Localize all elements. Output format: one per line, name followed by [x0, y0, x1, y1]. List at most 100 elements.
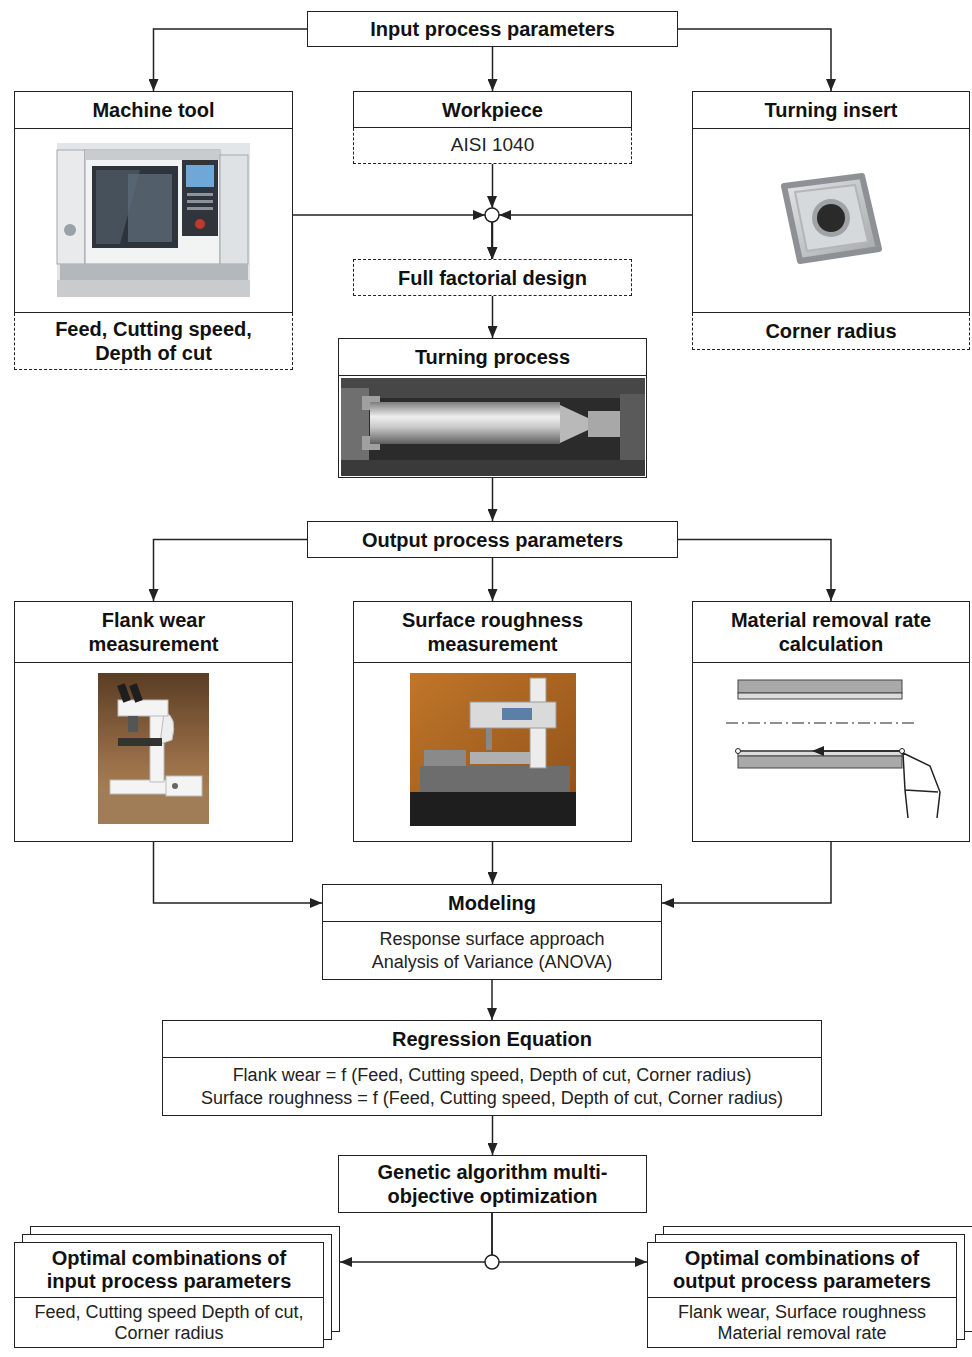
- box-body: Feed, Cutting speed Depth of cut, Corner…: [15, 1298, 323, 1347]
- box-text: AISI 1040: [451, 134, 534, 157]
- machine-tool-photo: [85, 150, 220, 160]
- flow-arrow: [492, 215, 692, 259]
- box-header: Surface roughness measurement: [354, 602, 631, 663]
- flow-arrow: [492, 842, 494, 884]
- flow-arrow: [492, 296, 494, 338]
- turning-insert-picture: [812, 199, 850, 237]
- material-box: AISI 1040: [353, 128, 632, 164]
- junction-circle: [485, 208, 499, 222]
- box-body: Flank wear, Surface roughness Material r…: [648, 1298, 956, 1347]
- machine-tool-photo: [57, 150, 85, 264]
- profilometer-photo: [486, 728, 492, 750]
- measurement-box: Flank wear measurement: [14, 601, 293, 842]
- junction-circle: [485, 1255, 499, 1269]
- profilometer-photo: [410, 792, 576, 826]
- microscope-photo: [118, 700, 168, 716]
- insert-box: Turning insert: [692, 91, 970, 313]
- machine-tool-photo: [57, 143, 250, 297]
- turning-process-photo: [341, 378, 645, 476]
- result-box: Optimal combinations of input process pa…: [14, 1242, 324, 1348]
- turning-process-photo: [370, 402, 560, 444]
- box-heading: Flank wear measurement: [49, 608, 259, 656]
- microscope-photo: [98, 673, 209, 824]
- microscope-photo: [128, 716, 138, 732]
- profilometer-photo: [410, 673, 576, 826]
- box-header: Machine tool: [15, 92, 292, 129]
- turning-process-photo: [341, 378, 645, 476]
- result-stack: Optimal combinations of output process p…: [647, 1242, 957, 1348]
- flow-arrow: [492, 1213, 647, 1262]
- machine-tool-photo: [220, 155, 248, 264]
- box-header: Modeling: [323, 885, 661, 922]
- turning-process-photo: [588, 411, 624, 437]
- equation-box: Regression EquationFlank wear = f (Feed,…: [162, 1020, 822, 1116]
- turning-insert-picture: [784, 176, 879, 261]
- box-heading: Turning insert: [699, 98, 963, 122]
- box-text: Response surface approach Analysis of Va…: [360, 928, 625, 973]
- machine-tool-photo: [187, 207, 213, 210]
- machine-tool-photo: [92, 166, 178, 248]
- material-removal-schematic: [738, 693, 902, 699]
- machine-tool-photo: [85, 150, 220, 264]
- box-heading: Optimal combinations of input process pa…: [37, 1247, 302, 1293]
- flow-arrow: [678, 540, 831, 602]
- box-heading: Surface roughness measurement: [388, 608, 598, 656]
- material-removal-schematic: [736, 749, 741, 754]
- microscope-photo: [98, 792, 209, 824]
- box-text: Flank wear = f (Feed, Cutting speed, Dep…: [171, 1064, 813, 1087]
- process-box: Turning process: [338, 338, 647, 478]
- turning-process-photo: [560, 405, 588, 443]
- parameter-list-box: Feed, Cutting speed, Depth of cut: [14, 313, 293, 370]
- material-removal-schematic: [903, 753, 940, 818]
- profilometer-photo: [470, 702, 556, 728]
- box-heading: Modeling: [329, 891, 655, 915]
- flow-arrow: [340, 1213, 492, 1262]
- material-removal-schematic: [812, 746, 824, 756]
- machine-tool-photo: [195, 219, 205, 229]
- flow-arrow: [662, 842, 831, 903]
- microscope-photo: [172, 783, 178, 789]
- parameter-group-box: Input process parameters: [307, 11, 678, 47]
- turning-insert-picture: [795, 185, 868, 251]
- flow-arrow: [492, 558, 494, 601]
- microscope-photo: [117, 683, 131, 703]
- box-text: Input process parameters: [370, 17, 615, 41]
- material-removal-schematic: [738, 680, 902, 693]
- box-heading: Turning process: [345, 345, 640, 369]
- junction-circle: [473, 210, 485, 220]
- turning-insert-picture: [817, 204, 845, 232]
- flow-arrow: [154, 842, 323, 903]
- modeling-box: ModelingResponse surface approach Analys…: [322, 884, 662, 980]
- calculation-box: Material removal rate calculation: [692, 601, 970, 842]
- box-text: Feed, Cutting speed, Depth of cut: [34, 317, 274, 365]
- material-removal-schematic: [726, 722, 918, 723]
- material-removal-schematic: [726, 680, 940, 818]
- box-body: Response surface approach Analysis of Va…: [323, 922, 661, 979]
- profilometer-photo: [424, 750, 466, 766]
- box-text: Corner radius: [765, 319, 896, 343]
- box-header: Regression Equation: [163, 1021, 821, 1058]
- machine-tool-photo: [60, 264, 248, 280]
- box-header: Optimal combinations of input process pa…: [15, 1243, 323, 1298]
- flow-arrow: [492, 47, 494, 91]
- optimization-box: Genetic algorithm multi-objective optimi…: [338, 1155, 647, 1213]
- profilometer-photo: [502, 708, 532, 720]
- machine-tool-photo: [128, 174, 172, 242]
- box-heading: Optimal combinations of output process p…: [670, 1247, 935, 1293]
- flow-arrow: [293, 215, 492, 259]
- machine-tool-photo: [64, 224, 76, 236]
- flow-arrow: [492, 478, 494, 521]
- turning-process-photo: [341, 460, 645, 476]
- material-removal-schematic: [824, 750, 900, 752]
- profilometer-photo: [420, 766, 570, 792]
- flow-arrow: [492, 1116, 494, 1155]
- workpiece-box: Workpiece: [353, 91, 632, 128]
- machine-tool-photo: [186, 165, 214, 187]
- profilometer-photo: [410, 673, 576, 826]
- turning-process-photo: [341, 378, 645, 398]
- machine-tool-box: Machine tool: [14, 91, 293, 313]
- measurement-box: Surface roughness measurement: [353, 601, 632, 842]
- box-text: Full factorial design: [398, 266, 587, 290]
